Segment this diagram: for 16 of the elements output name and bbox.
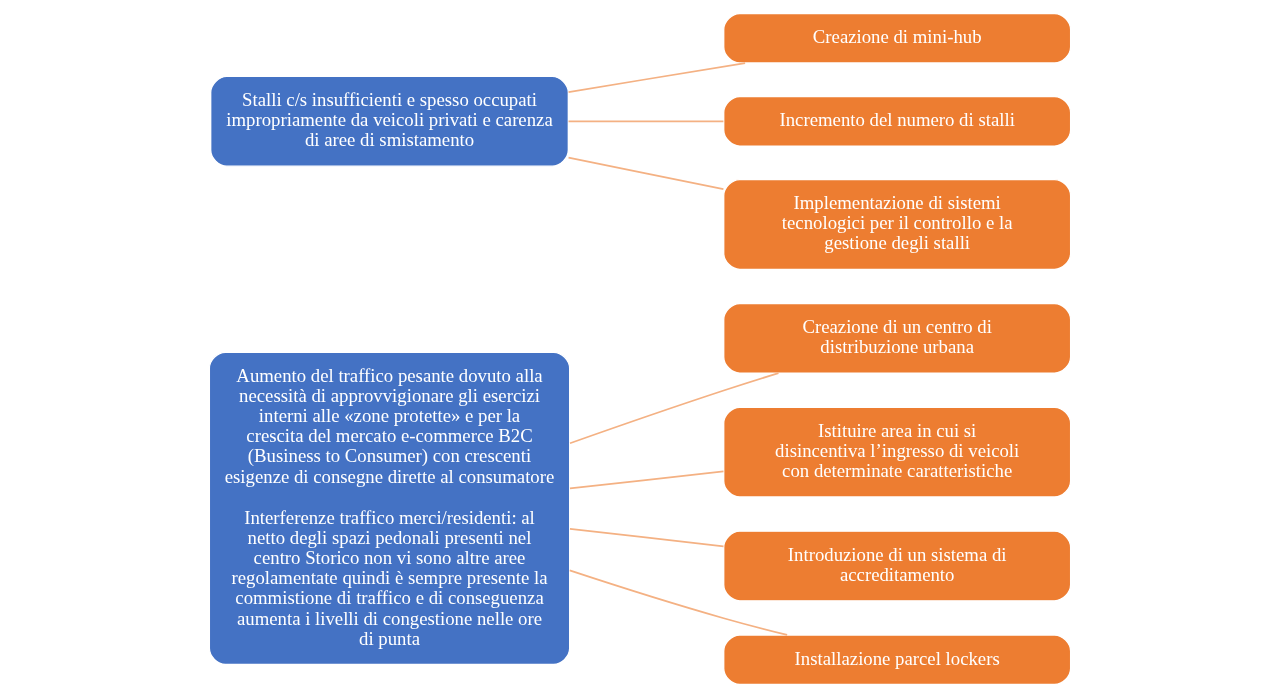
connector [568,569,788,636]
connector [567,120,724,123]
connector [568,527,724,548]
connector [567,156,724,191]
node-box: Istituire area in cui si disincentiva l’ingresso di veicoli con determinate caratteristiche [722,406,1071,498]
node-box: Aumento del traffico pesante dovuto alla necessità di approvvigionare gli esercizi interni alle «zone protette» e per la crescita del mercato e-commerce B2C (Business to Consumer) con crescenti esigenze di consegne dirette al consumatore Interferenze traffico merci/residenti: al netto degli spazi pedonali presenti nel centro Storico non vi sono altre aree regolamentate quindi è sempre presente la commistione di traffico e di conseguenza aumenta i livelli di congestione nelle ore di punta [208,351,570,666]
node-box: Stalli c/s insufficienti e spesso occupati impropriamente da veicoli privati e carenza di aree di smistamento [209,75,569,167]
connector [568,372,779,445]
node-box: Incremento del numero di stalli [722,95,1071,147]
node-box: Creazione di un centro di distribuzione urbana [722,302,1071,374]
node-box: Installazione parcel lockers [722,634,1071,686]
connector [568,470,724,490]
connector [567,62,746,93]
node-box: Introduzione di un sistema di accreditamento [722,530,1071,602]
node-box: Creazione di mini-hub [722,12,1071,64]
node-box: Implementazione di sistemi tecnologici per il controllo e la gestione degli stalli [722,178,1071,270]
